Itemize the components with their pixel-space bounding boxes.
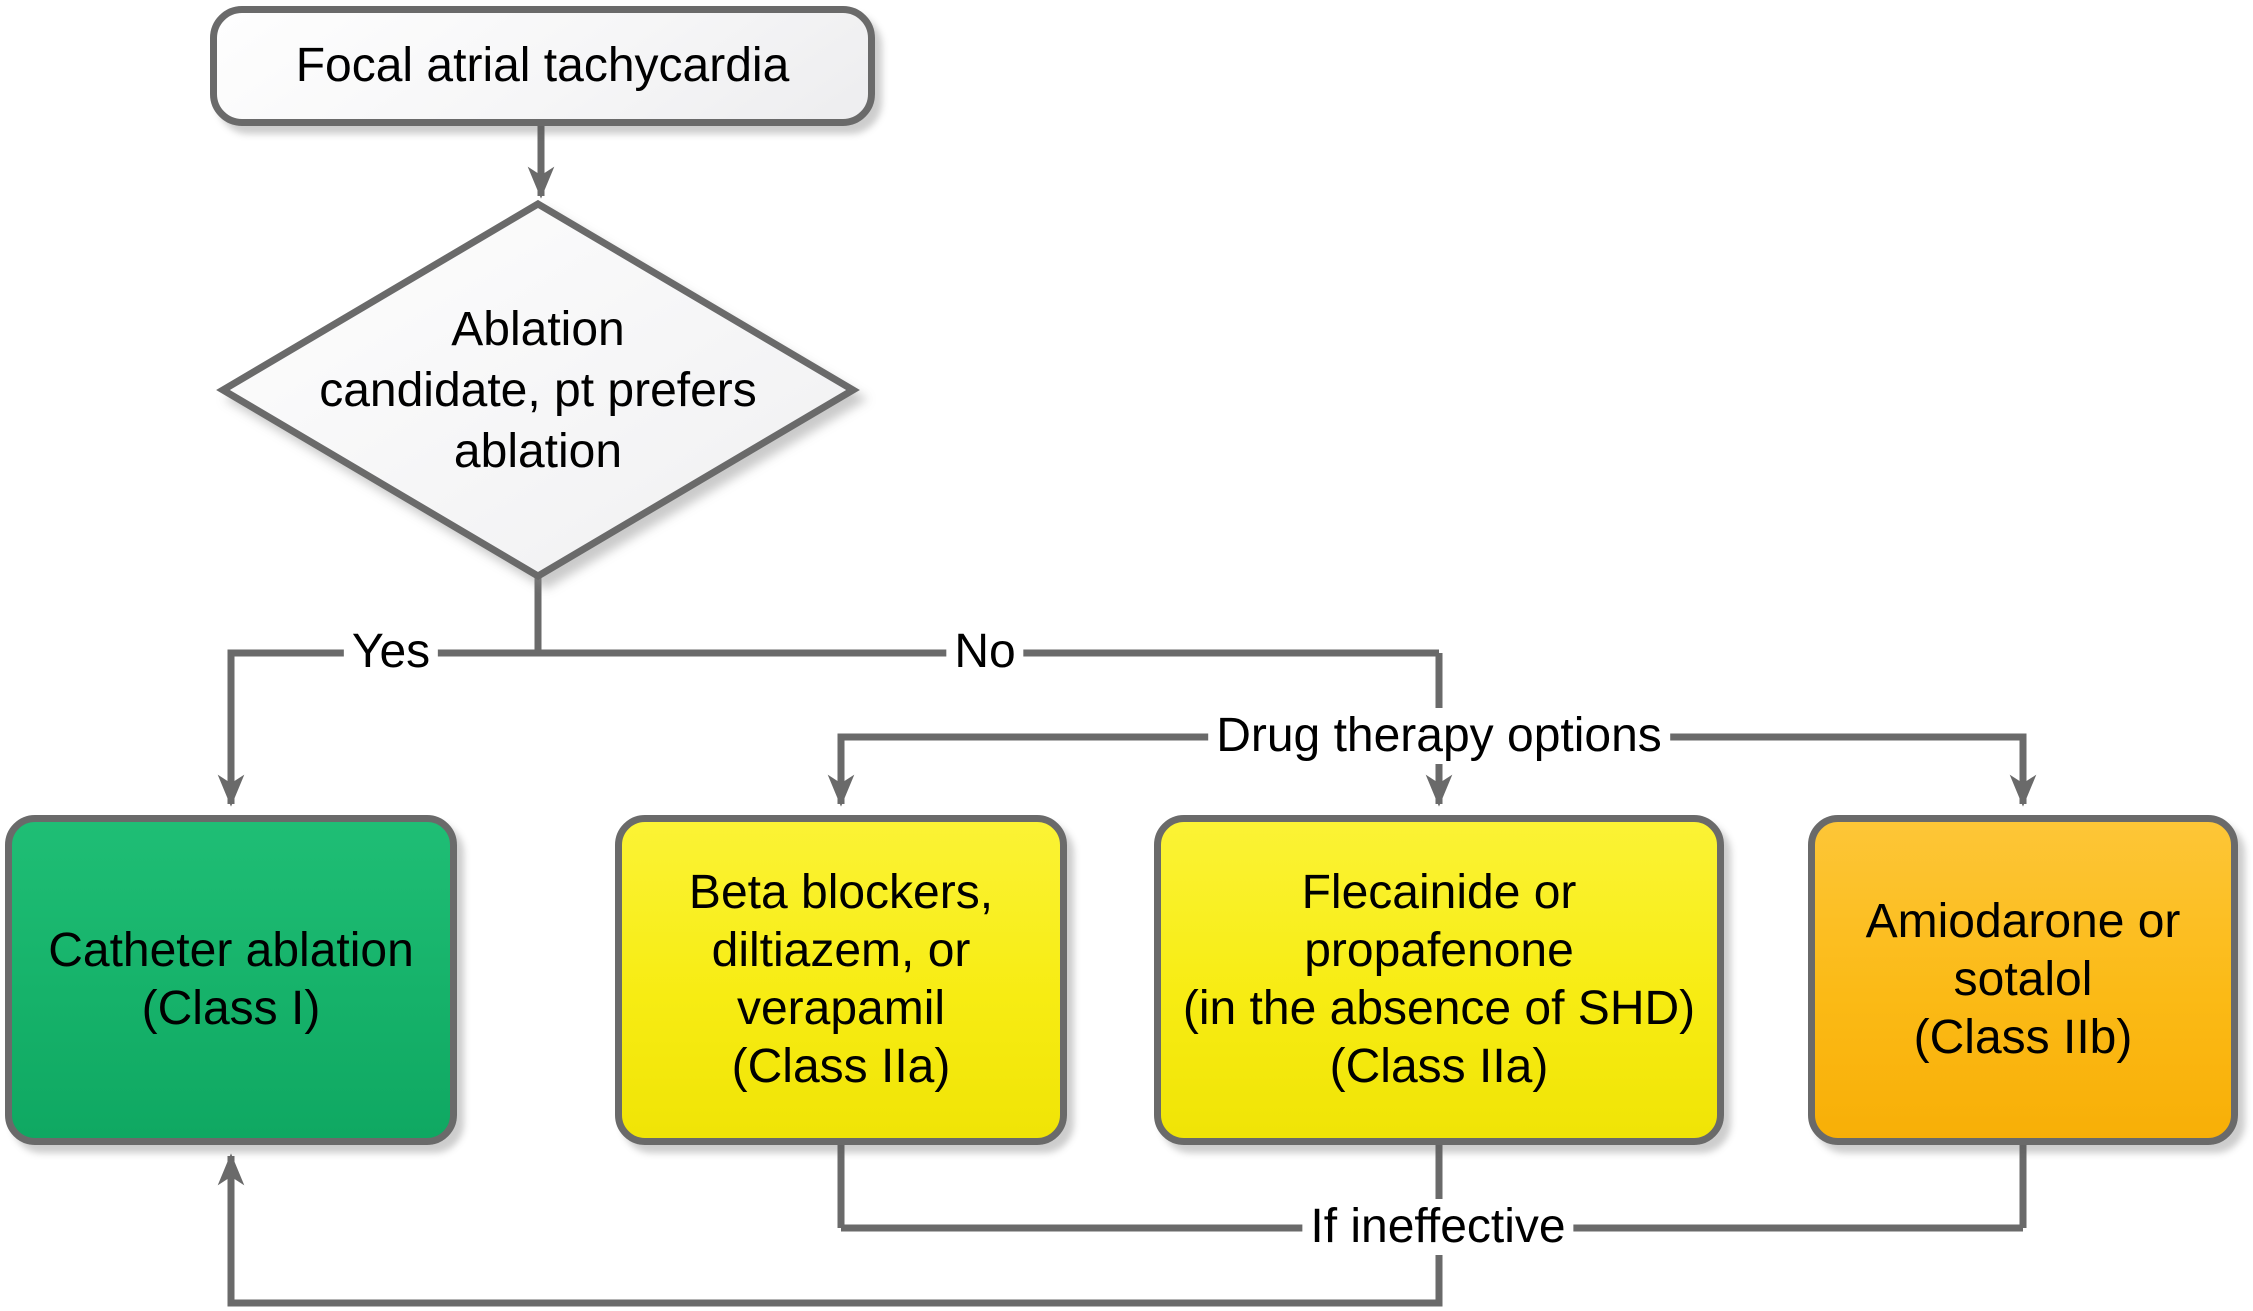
decision-node: Ablation candidate, pt prefers ablation	[288, 298, 788, 482]
decision-node-label: Ablation candidate, pt prefers ablation	[319, 302, 757, 478]
catheter-ablation-label: Catheter ablation (Class I)	[48, 924, 414, 1035]
flecainide-label: Flecainide or propafenone (in the absenc…	[1182, 866, 1696, 1093]
no-edge-label: No	[946, 624, 1024, 680]
amiodarone-node: Amiodarone or sotalol (Class IIb)	[1808, 815, 2238, 1145]
beta-blockers-node: Beta blockers, diltiazem, or verapamil (…	[615, 815, 1067, 1145]
edge-feedback-to-catheter-ablation	[217, 1145, 1443, 1307]
start-node-label: Focal atrial tachycardia	[295, 39, 790, 92]
beta-blockers-label: Beta blockers, diltiazem, or verapamil (…	[688, 866, 994, 1093]
drug-therapy-options-edge-label: Drug therapy options	[1208, 708, 1670, 764]
catheter-ablation-node: Catheter ablation (Class I)	[5, 815, 457, 1145]
yes-edge-label: Yes	[343, 624, 439, 680]
if-ineffective-edge-label: If ineffective	[1302, 1199, 1574, 1255]
start-node: Focal atrial tachycardia	[210, 6, 875, 126]
flecainide-node: Flecainide or propafenone (in the absenc…	[1154, 815, 1724, 1145]
decision-diamond-shape	[216, 199, 860, 581]
amiodarone-label: Amiodarone or sotalol (Class IIb)	[1865, 895, 2181, 1064]
